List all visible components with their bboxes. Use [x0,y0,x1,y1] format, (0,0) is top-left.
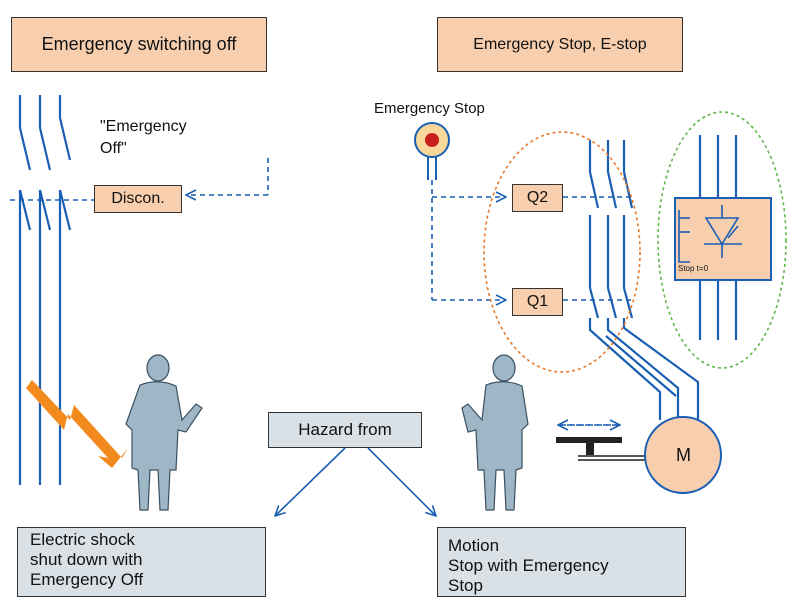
thyristor-icon [678,205,742,263]
emergency-stop-button-icon [414,122,450,180]
contactor-q2-label: Q2 [526,189,549,206]
hazard-from-label: Hazard from [298,420,392,439]
emergency-stop-label: Emergency Stop [374,100,485,117]
converter-box [674,197,772,281]
contactor-q1-label: Q1 [526,293,549,310]
q-contactors-ellipse [483,131,641,373]
estop-control-lines [431,180,632,300]
caption-right-text: Motion Stop with Emergency Stop [448,536,609,595]
person-right-icon [461,354,529,511]
lightning-bolt-icon [26,380,128,468]
header-emergency-stop: Emergency Stop, E-stop [437,17,683,72]
contactor-q1: Q1 [512,288,563,316]
caption-left-text: Electric shock shut down with Emergency … [30,530,144,589]
person-left-icon [125,354,203,511]
stop-t0-label: Stop t=0 [678,264,709,273]
disconnector-label: Discon. [111,190,165,207]
hazard-arrows [275,447,436,516]
header-emergency-switching-off: Emergency switching off [11,17,267,72]
disconnector-box: Discon. [94,185,182,213]
caption-right-box: Motion Stop with Emergency Stop [437,527,686,597]
caption-left-box: Electric shock shut down with Emergency … [17,527,266,597]
header-right-label: Emergency Stop, E-stop [473,35,647,53]
motor-label: M [676,445,691,465]
header-left-label: Emergency switching off [41,34,237,54]
motor-icon [644,416,722,494]
emergency-off-label: "Emergency Off" [100,118,187,157]
motion-indicator [556,425,652,461]
right-supply-lines [588,140,700,424]
converter-ellipse [657,111,787,369]
contactor-q2: Q2 [512,184,563,212]
hazard-from-box: Hazard from [268,412,422,448]
left-switch-contacts [18,189,72,231]
left-supply-lines [18,95,72,485]
